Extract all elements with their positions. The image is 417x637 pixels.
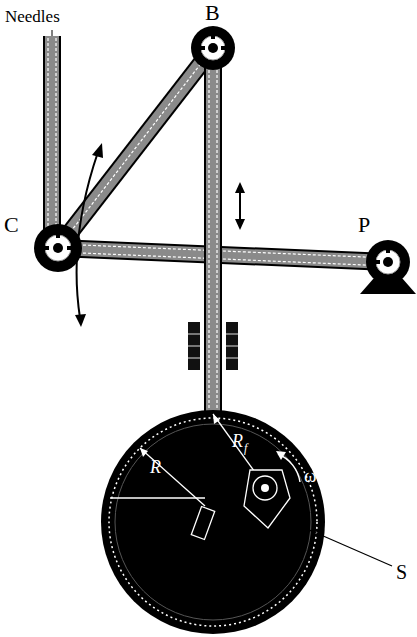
joint-label: P — [358, 214, 370, 236]
guide-bushing — [188, 322, 238, 370]
joint-p — [366, 240, 410, 284]
radius-label: R — [232, 432, 243, 450]
joint-label: C — [4, 214, 19, 236]
needle-bar — [48, 36, 56, 240]
part-label: S — [396, 562, 407, 582]
radius-label: R — [150, 458, 161, 476]
leader-line — [282, 518, 392, 566]
joint-c — [34, 224, 82, 272]
connecting-rod — [209, 48, 217, 412]
part-label: Needles — [5, 8, 60, 25]
subscript-label: f — [244, 442, 247, 454]
angular-velocity-label: ω — [304, 466, 317, 485]
swing-arrow — [75, 143, 103, 327]
motion-arrow — [235, 182, 245, 230]
joint-label: B — [205, 2, 220, 24]
lever-rod — [58, 244, 388, 266]
joint-b — [191, 26, 235, 70]
